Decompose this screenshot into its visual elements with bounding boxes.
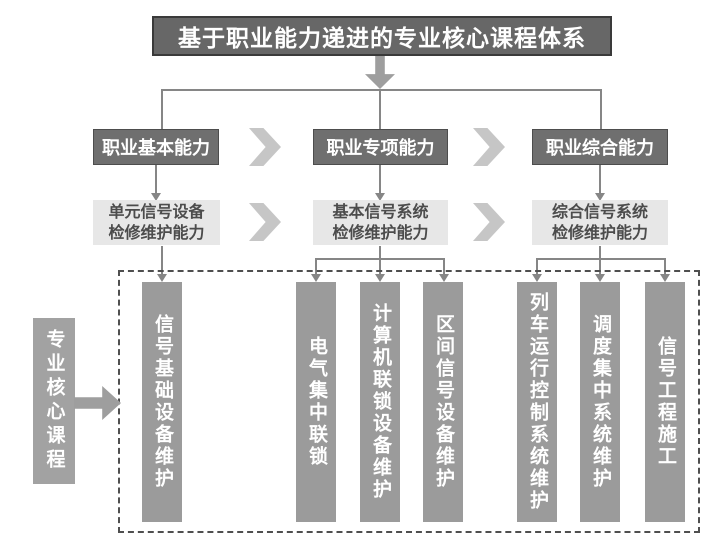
arrowhead-down-icon xyxy=(439,274,449,282)
arrowhead-down-icon xyxy=(660,274,670,282)
competency-box-unit-signal: 单元信号设备 检修维护能力 xyxy=(93,200,220,245)
competency-box-comprehensive-system: 综合信号系统 检修维护能力 xyxy=(532,200,668,245)
course-label: 区间信号设备维护 xyxy=(433,314,454,490)
connector-line xyxy=(379,246,381,259)
competency-line1: 单元信号设备 xyxy=(108,203,205,221)
arrowhead-down-icon xyxy=(375,274,385,282)
diagram-title-box: 基于职业能力递进的专业核心课程体系 xyxy=(152,16,612,56)
course-bar-signal-engineering: 信号工程施工 xyxy=(645,282,685,522)
side-label-core-courses: 专业核心课程 xyxy=(33,318,75,484)
tree-horizontal-line xyxy=(162,89,602,91)
connector-line xyxy=(443,258,445,274)
course-bar-train-control-system: 列车运行控制系统维护 xyxy=(517,282,557,522)
chevron-right-icon xyxy=(473,128,505,166)
connector-line xyxy=(599,258,601,274)
course-bar-computer-interlocking: 计算机联锁设备维护 xyxy=(360,282,400,522)
ability-label: 职业综合能力 xyxy=(546,138,654,158)
connector-line xyxy=(379,258,381,274)
competency-line1: 基本信号系统 xyxy=(332,203,429,221)
competency-box-basic-system: 基本信号系统 检修维护能力 xyxy=(313,200,448,245)
connector-line xyxy=(379,165,381,193)
connector-line xyxy=(599,246,601,259)
competency-line2: 检修维护能力 xyxy=(332,224,429,242)
ability-box-comprehensive: 职业综合能力 xyxy=(532,129,668,165)
connector-line xyxy=(315,258,317,274)
connector-branch-line xyxy=(536,258,666,260)
side-label-text: 专业核心课程 xyxy=(43,329,65,473)
course-label: 电气集中联锁 xyxy=(306,336,327,468)
course-bar-block-signal-equipment: 区间信号设备维护 xyxy=(423,282,463,522)
connector-line xyxy=(161,246,163,274)
arrowhead-down-icon xyxy=(595,193,605,201)
arrowhead-down-icon xyxy=(595,274,605,282)
ability-label: 职业基本能力 xyxy=(102,138,210,158)
connector-line xyxy=(599,165,601,193)
competency-line1: 综合信号系统 xyxy=(551,203,648,221)
arrowhead-down-icon xyxy=(151,193,161,201)
chevron-right-icon xyxy=(473,203,505,241)
course-label: 信号基础设备维护 xyxy=(152,314,173,490)
tree-drop-line-middle xyxy=(379,89,381,129)
course-label: 列车运行控制系统维护 xyxy=(527,292,548,512)
chevron-right-icon xyxy=(249,203,281,241)
chevron-right-icon xyxy=(249,128,281,166)
course-label: 调度集中系统维护 xyxy=(590,314,611,490)
tree-drop-line-right xyxy=(600,89,602,129)
connector-line xyxy=(664,258,666,274)
connector-line xyxy=(536,258,538,274)
ability-box-basic: 职业基本能力 xyxy=(93,129,219,165)
competency-line2: 检修维护能力 xyxy=(551,224,648,242)
course-bar-dispatch-system: 调度集中系统维护 xyxy=(580,282,620,522)
arrowhead-down-icon xyxy=(532,274,542,282)
ability-label: 职业专项能力 xyxy=(326,138,435,158)
course-label: 计算机联锁设备维护 xyxy=(370,303,391,501)
tree-drop-line-left xyxy=(161,89,163,129)
arrowhead-down-icon xyxy=(375,193,385,201)
arrowhead-down-icon xyxy=(157,274,167,282)
connector-line xyxy=(155,165,157,193)
course-bar-electric-interlocking: 电气集中联锁 xyxy=(296,282,336,522)
course-label: 信号工程施工 xyxy=(655,336,676,468)
competency-line2: 检修维护能力 xyxy=(108,224,205,242)
arrowhead-down-icon xyxy=(311,274,321,282)
arrow-right-icon xyxy=(74,386,121,420)
course-bar-signal-basic-equipment: 信号基础设备维护 xyxy=(142,282,182,522)
ability-box-specialized: 职业专项能力 xyxy=(313,129,448,165)
arrow-down-icon xyxy=(365,56,395,89)
diagram-title: 基于职业能力递进的专业核心课程体系 xyxy=(178,25,586,51)
